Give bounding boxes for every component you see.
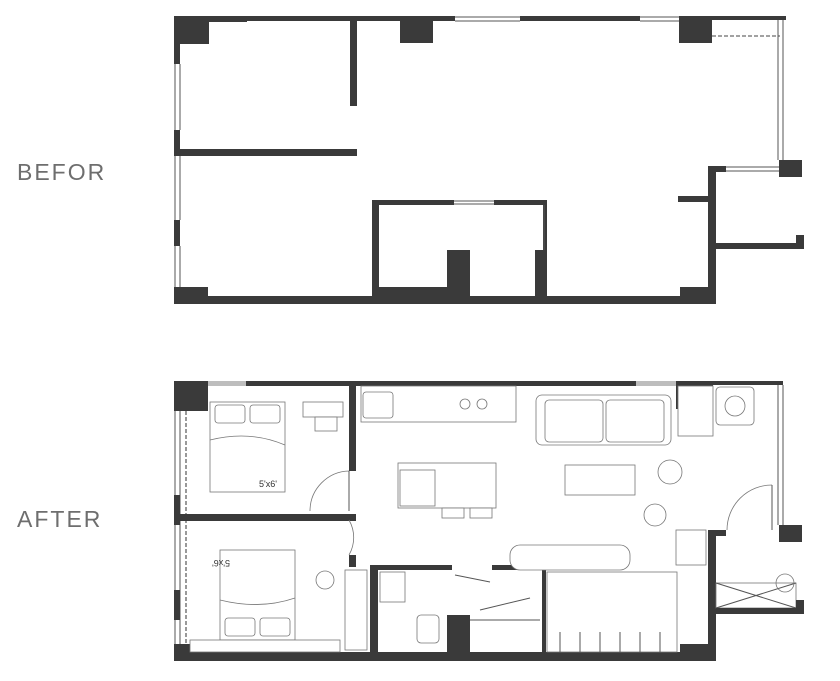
rug-size-label-top: 5'x6' <box>259 479 277 489</box>
after-floor-plan <box>174 381 804 661</box>
after-plan-label: AFTER <box>17 506 103 532</box>
before-plan-label: BEFOR <box>17 159 107 185</box>
before-floor-plan <box>174 16 804 304</box>
rug-size-label-bottom: 5'x6' <box>212 558 230 568</box>
